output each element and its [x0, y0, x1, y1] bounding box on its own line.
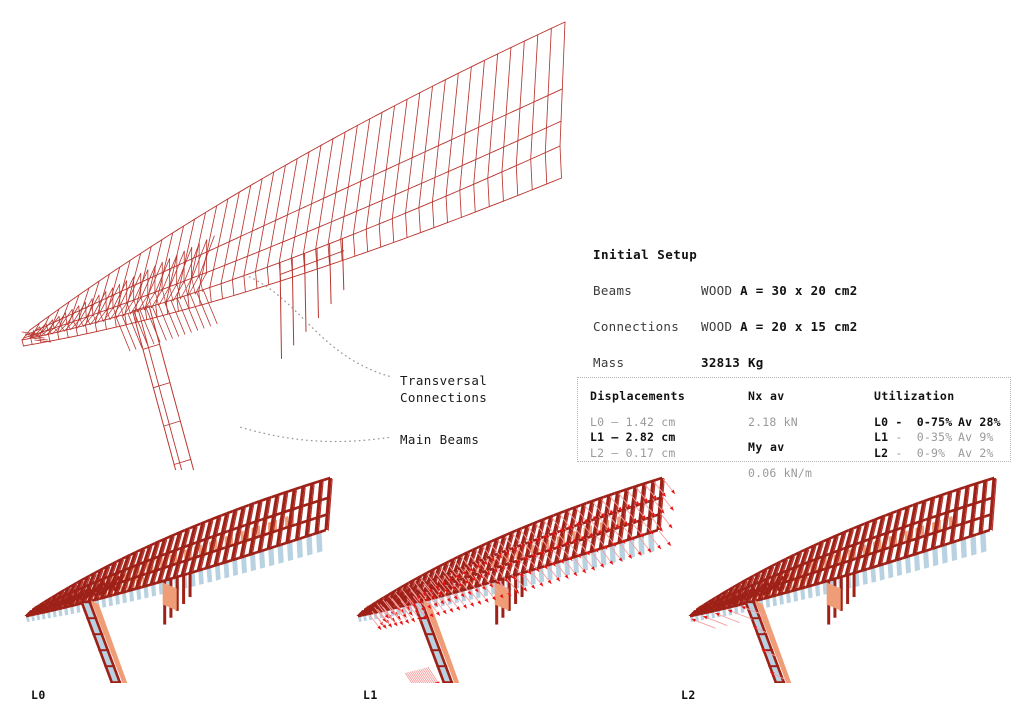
util-l0-label: L0: [874, 414, 889, 429]
util-l1-av: Av 9%: [958, 430, 994, 444]
util-l0-range: - 0-75%: [888, 414, 953, 429]
util-l1-label: L1: [874, 430, 889, 444]
my-av-header: My av: [748, 440, 785, 454]
utilization-row-l1: L1 - 0-35% Av 9%: [874, 430, 1001, 446]
displacement-row-l1: L1 — 2.82 cm: [590, 430, 676, 444]
variant-label-l2: L2: [681, 688, 696, 702]
setup-value-beams: WOOD A = 30 x 20 cm2: [701, 283, 858, 298]
setup-row-connections: Connections WOOD A = 20 x 15 cm2: [593, 319, 1013, 334]
util-l1-range: - 0-35%: [888, 430, 953, 444]
displacements-column: Displacements L0 — 1.42 cm L1 — 2.82 cm …: [590, 389, 748, 481]
setup-row-beams: Beams WOOD A = 30 x 20 cm2: [593, 283, 1013, 298]
initial-setup-panel: Initial Setup Beams WOOD A = 30 x 20 cm2…: [593, 247, 1013, 391]
leader-main-beams: [240, 426, 393, 443]
displacement-row-l2: L2 — 0.17 cm: [590, 445, 676, 460]
nx-av-value: 2.18 kN: [748, 414, 798, 429]
variant-label-l0: L0: [31, 688, 46, 702]
beams-material: WOOD: [701, 283, 741, 298]
beams-spec: A = 30 x 20 cm2: [740, 283, 858, 298]
connections-material: WOOD: [701, 319, 741, 334]
setup-value-mass: 32813 Kg: [701, 355, 764, 370]
variant-view-l0: [8, 468, 348, 683]
variant-view-l1: [340, 468, 680, 683]
util-l0-av: Av 28%: [958, 414, 1001, 429]
label-main-beams: Main Beams: [400, 432, 480, 447]
util-l2-label: L2: [874, 445, 889, 460]
forces-column: Nx av 2.18 kN My av 0.06 kN/m: [748, 389, 874, 481]
setup-key-mass: Mass: [593, 355, 625, 370]
variant-view-l2: [672, 468, 1012, 683]
annotation-leader-lines: [240, 274, 393, 443]
connections-spec: A = 20 x 15 cm2: [740, 319, 858, 334]
leader-transversal: [244, 274, 393, 378]
setup-key-connections: Connections: [593, 319, 680, 334]
results-summary-box: Displacements L0 — 1.42 cm L1 — 2.82 cm …: [577, 377, 1011, 480]
setup-key-beams: Beams: [593, 283, 633, 298]
setup-row-mass: Mass 32813 Kg: [593, 355, 1013, 370]
utilization-row-l2: L2 - 0-9% Av 2%: [874, 446, 1001, 462]
variant-label-l1: L1: [363, 688, 378, 702]
utilization-row-l0: L0 - 0-75% Av 28%: [874, 415, 1001, 431]
nx-av-header: Nx av: [748, 389, 785, 403]
setup-value-connections: WOOD A = 20 x 15 cm2: [701, 319, 858, 334]
util-l2-range: - 0-9%: [888, 445, 946, 460]
label-transversal-connections: Transversal Connections: [400, 373, 488, 405]
util-l2-av: Av 2%: [958, 445, 994, 460]
utilization-column: Utilization L0 - 0-75% Av 28% L1 - 0-35%…: [874, 389, 1001, 481]
initial-setup-title: Initial Setup: [593, 247, 698, 262]
displacements-header: Displacements: [590, 389, 686, 403]
displacement-row-l0: L0 — 1.42 cm: [590, 414, 676, 429]
structure-wireframe-diagram: [21, 21, 566, 470]
my-av-value: 0.06 kN/m: [748, 465, 813, 480]
utilization-header: Utilization: [874, 389, 955, 403]
